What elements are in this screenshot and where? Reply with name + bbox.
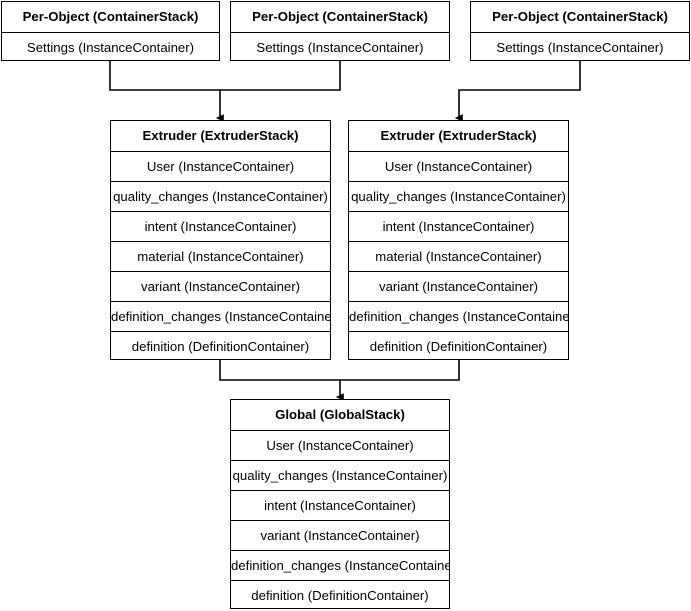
- per-object-stack-2[interactable]: Per-Object (ContainerStack) Settings (Ins…: [230, 1, 450, 61]
- node-row: variant (InstanceContainer): [231, 520, 449, 550]
- edge-per-object-3-to-extruder-2: [454, 61, 581, 122]
- extruder-stack-2[interactable]: Extruder (ExtruderStack) User (InstanceCo…: [348, 120, 569, 360]
- node-row: intent (InstanceContainer): [231, 490, 449, 520]
- node-header: Per-Object (ContainerStack): [252, 9, 428, 24]
- node-row: variant (InstanceContainer): [349, 271, 568, 301]
- node-header: Extruder (ExtruderStack): [142, 128, 299, 143]
- node-row: definition_changes (InstanceContainer): [349, 301, 568, 331]
- node-row: material (InstanceContainer): [111, 241, 330, 271]
- node-header: Global (GlobalStack): [275, 407, 405, 422]
- node-row: definition_changes (InstanceContainer): [111, 301, 330, 331]
- node-row: User (InstanceContainer): [111, 151, 330, 181]
- edge-per-object-1-to-extruder-1: [109, 61, 220, 91]
- node-header: Per-Object (ContainerStack): [492, 9, 668, 24]
- global-stack[interactable]: Global (GlobalStack) User (InstanceContai…: [230, 399, 450, 609]
- node-row: variant (InstanceContainer): [111, 271, 330, 301]
- edge-extruder-2-to-global: [335, 360, 460, 401]
- node-row: quality_changes (InstanceContainer): [111, 181, 330, 211]
- node-row: intent (InstanceContainer): [111, 211, 330, 241]
- node-row: quality_changes (InstanceContainer): [231, 460, 449, 490]
- node-row: definition (DefinitionContainer): [111, 331, 330, 361]
- node-row: definition (DefinitionContainer): [231, 580, 449, 610]
- node-row: definition_changes (InstanceContainer): [231, 550, 449, 580]
- node-row: Settings (InstanceContainer): [471, 32, 689, 62]
- extruder-stack-1[interactable]: Extruder (ExtruderStack) User (InstanceCo…: [110, 120, 331, 360]
- node-row: Settings (InstanceContainer): [2, 32, 219, 62]
- node-row: User (InstanceContainer): [231, 430, 449, 460]
- node-row: User (InstanceContainer): [349, 151, 568, 181]
- per-object-stack-3[interactable]: Per-Object (ContainerStack) Settings (Ins…: [470, 1, 690, 61]
- node-row: quality_changes (InstanceContainer): [349, 181, 568, 211]
- node-header: Extruder (ExtruderStack): [380, 128, 537, 143]
- node-row: definition (DefinitionContainer): [349, 331, 568, 361]
- per-object-stack-1[interactable]: Per-Object (ContainerStack) Settings (Ins…: [1, 1, 220, 61]
- node-row: material (InstanceContainer): [349, 241, 568, 271]
- edge-extruder-1-to-global: [219, 360, 340, 381]
- node-header: Per-Object (ContainerStack): [22, 9, 199, 24]
- node-row: Settings (InstanceContainer): [231, 32, 449, 62]
- edge-per-object-2-to-extruder-1: [215, 61, 341, 122]
- node-row: intent (InstanceContainer): [349, 211, 568, 241]
